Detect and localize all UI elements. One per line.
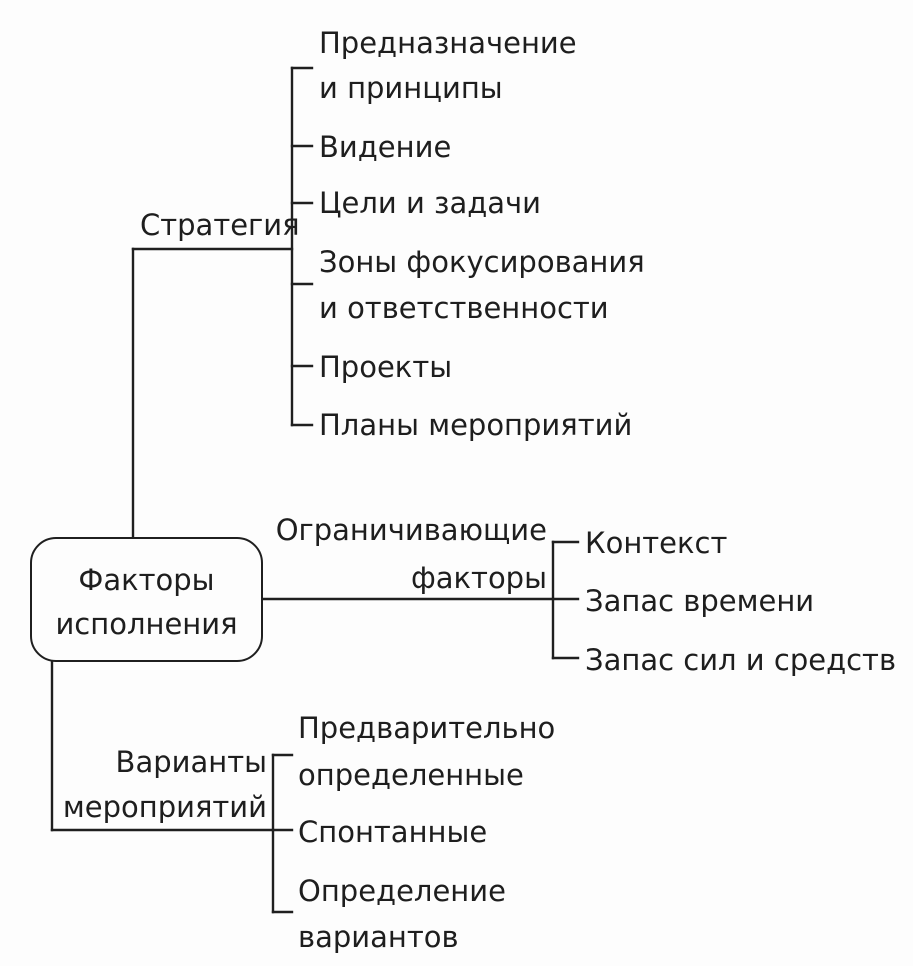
- constraints-item-time-reserve: Запас времени: [585, 584, 815, 618]
- strategy-item-projects: Проекты: [319, 350, 453, 384]
- root-label-line1: Факторы: [78, 563, 215, 597]
- constraints-item-resources-reserve: Запас сил и средств: [585, 643, 897, 677]
- options-item-defining-line1: Определение: [298, 874, 506, 908]
- options-item-spontaneous: Спонтанные: [298, 815, 488, 849]
- strategy-item-action-plans: Планы мероприятий: [319, 408, 633, 442]
- strategy-item-purpose-line2: и принципы: [319, 71, 503, 105]
- options-item-predefined-line1: Предварительно: [298, 711, 556, 745]
- strategy-label: Стратегия: [140, 208, 300, 242]
- strategy-item-goals: Цели и задачи: [319, 186, 542, 220]
- constraints-label-line1: Ограничивающие: [275, 513, 547, 547]
- root-node-box: [30, 537, 263, 662]
- strategy-item-vision: Видение: [319, 130, 452, 164]
- constraints-item-context: Контекст: [585, 526, 728, 560]
- options-item-defining-line2: вариантов: [298, 920, 459, 954]
- options-item-predefined-line2: определенные: [298, 758, 524, 792]
- strategy-item-focus-line1: Зоны фокусирования: [319, 245, 645, 279]
- options-label-line1: Варианты: [115, 745, 267, 779]
- root-label-line2: исполнения: [55, 607, 238, 641]
- strategy-item-focus-line2: и ответственности: [319, 291, 609, 325]
- options-label-line2: мероприятий: [62, 790, 267, 824]
- strategy-item-purpose-line1: Предназначение: [319, 26, 577, 60]
- constraints-label-line2: факторы: [410, 561, 547, 595]
